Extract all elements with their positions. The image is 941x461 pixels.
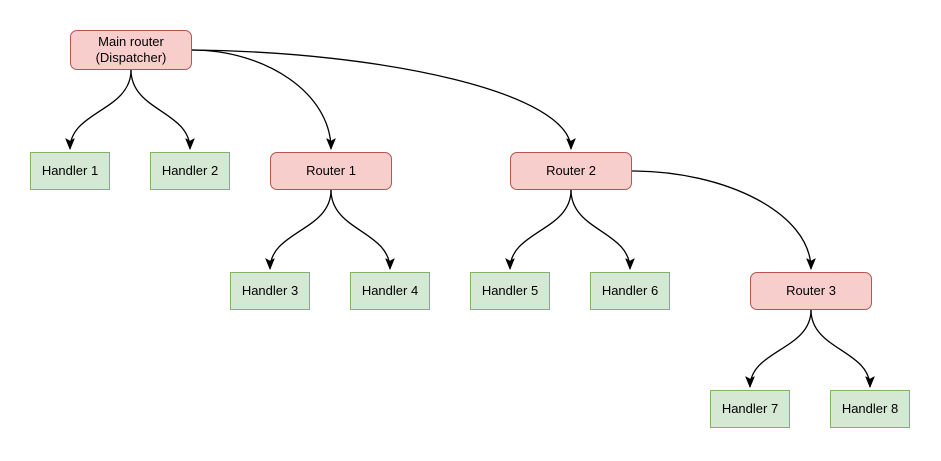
node-handler7: Handler 7: [710, 390, 790, 428]
node-handler3-label: Handler 3: [241, 283, 299, 298]
node-handler5: Handler 5: [470, 272, 550, 310]
edge-router2-to-handler6: [570, 189, 630, 269]
edge-main-router-to-handler2: [130, 69, 190, 149]
node-handler8: Handler 8: [830, 390, 910, 428]
node-handler3: Handler 3: [230, 272, 310, 310]
node-handler2-label: Handler 2: [161, 163, 219, 178]
node-handler1: Handler 1: [30, 152, 110, 190]
edge-router1-to-handler4: [330, 189, 390, 269]
node-main-router-line1: Main router: [98, 34, 164, 49]
node-router1-label: Router 1: [306, 163, 356, 178]
node-handler6: Handler 6: [590, 272, 670, 310]
edge-main-router-to-handler1: [70, 69, 132, 149]
node-router3-label: Router 3: [786, 283, 836, 298]
node-handler4: Handler 4: [350, 272, 430, 310]
node-main-router-line2: (Dispatcher): [95, 50, 167, 65]
edge-main-router-to-router2: [191, 49, 571, 149]
node-handler7-label: Handler 7: [721, 401, 779, 416]
node-handler1-label: Handler 1: [41, 163, 99, 178]
edge-router2-to-router3: [631, 170, 811, 269]
node-router1: Router 1: [270, 152, 392, 190]
node-router2-label: Router 2: [546, 163, 596, 178]
node-router3: Router 3: [750, 272, 872, 310]
node-handler5-label: Handler 5: [481, 283, 539, 298]
edge-router3-to-handler8: [810, 309, 870, 387]
edge-router1-to-handler3: [270, 189, 332, 269]
node-main-router: Main router (Dispatcher): [70, 30, 192, 70]
node-router2: Router 2: [510, 152, 632, 190]
node-handler8-label: Handler 8: [841, 401, 899, 416]
node-handler4-label: Handler 4: [361, 283, 419, 298]
node-handler6-label: Handler 6: [601, 283, 659, 298]
edge-router3-to-handler7: [750, 309, 812, 387]
node-handler2: Handler 2: [150, 152, 230, 190]
edge-router2-to-handler5: [510, 189, 572, 269]
node-main-router-label: Main router (Dispatcher): [96, 34, 167, 66]
edge-main-router-to-router1: [191, 49, 331, 149]
